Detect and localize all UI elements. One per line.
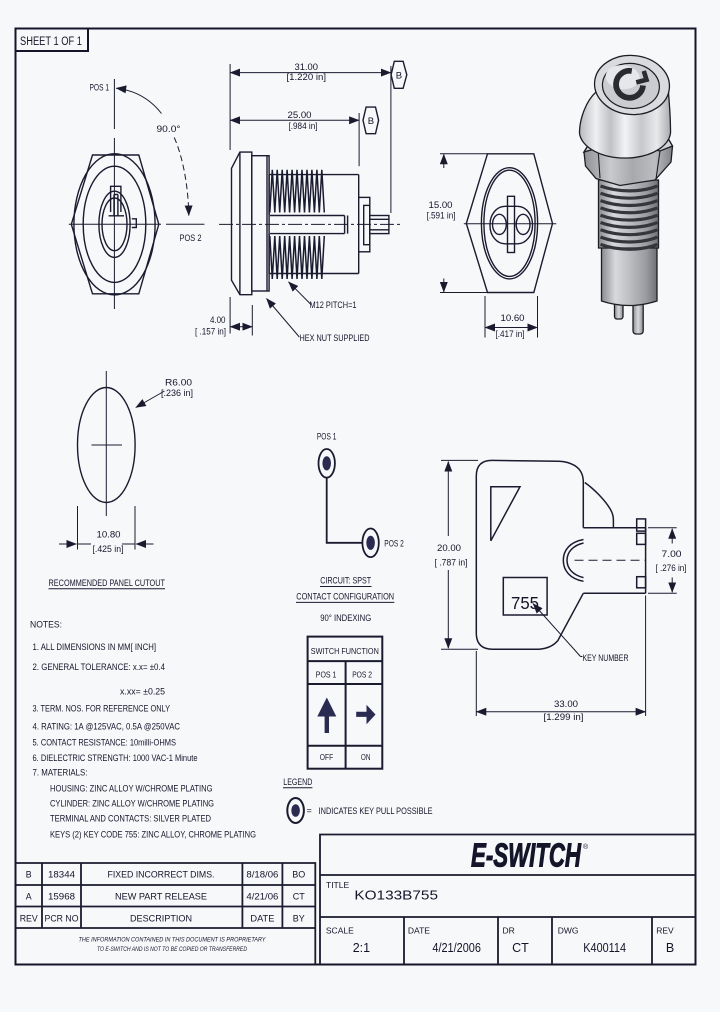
svg-text:4/21/2006: 4/21/2006 — [432, 941, 481, 955]
svg-text:CONTACT CONFIGURATION: CONTACT CONFIGURATION — [296, 592, 394, 602]
svg-text:[ .787 in]: [ .787 in] — [435, 558, 468, 568]
svg-text:KEY NUMBER: KEY NUMBER — [583, 653, 629, 663]
svg-text:DATE: DATE — [408, 926, 430, 936]
svg-text:[1.220 in]: [1.220 in] — [287, 72, 327, 82]
svg-text:DESCRIPTION: DESCRIPTION — [130, 914, 192, 924]
svg-text:[.417 in]: [.417 in] — [496, 329, 525, 339]
svg-text:[.984 in]: [.984 in] — [289, 121, 318, 131]
svg-text:SHEET 1 OF 1: SHEET 1 OF 1 — [20, 36, 82, 48]
svg-text:2:1: 2:1 — [353, 941, 370, 955]
svg-text:15968: 15968 — [48, 892, 75, 902]
svg-text:4.00: 4.00 — [210, 315, 226, 325]
svg-text:[ .276 in]: [ .276 in] — [656, 563, 687, 573]
svg-text:BO: BO — [292, 870, 305, 880]
svg-text:NOTES:: NOTES: — [30, 620, 62, 631]
svg-text:[1.299 in]: [1.299 in] — [544, 712, 584, 722]
svg-text:TO E-SWITCH AND IS NOT TO BE C: TO E-SWITCH AND IS NOT TO BE COPIED OR T… — [97, 946, 247, 953]
svg-text:2. GENERAL TOLERANCE: x.x= ±0.: 2. GENERAL TOLERANCE: x.x= ±0.4 — [33, 662, 166, 673]
svg-text:®: ® — [583, 843, 589, 851]
svg-text:20.00: 20.00 — [437, 543, 461, 553]
svg-text:LEGEND: LEGEND — [283, 777, 312, 787]
svg-text:8/18/06: 8/18/06 — [246, 870, 278, 880]
svg-text:TERMINAL AND CONTACTS: SILVER: TERMINAL AND CONTACTS: SILVER PLATED — [50, 814, 211, 825]
svg-text:CT: CT — [293, 892, 306, 902]
svg-text:REV: REV — [20, 914, 38, 924]
svg-text:6. DIELECTRIC STRENGTH: 1000 V: 6. DIELECTRIC STRENGTH: 1000 VAC-1 Minut… — [33, 753, 198, 764]
svg-text:HOUSING: ZINC ALLOY W/CHROME P: HOUSING: ZINC ALLOY W/CHROME PLATING — [50, 784, 213, 795]
svg-text:[.236 in]: [.236 in] — [161, 388, 193, 398]
svg-text:4. RATING: 1A @125VAC, 0.5A @2: 4. RATING: 1A @125VAC, 0.5A @250VAC — [33, 722, 181, 733]
svg-text:E-SWITCH: E-SWITCH — [471, 837, 582, 874]
svg-text:SWITCH FUNCTION: SWITCH FUNCTION — [311, 646, 379, 656]
svg-text:R6.00: R6.00 — [165, 378, 192, 388]
svg-text:SCALE: SCALE — [326, 926, 354, 936]
svg-text:BY: BY — [293, 914, 305, 924]
svg-text:OFF: OFF — [320, 752, 333, 762]
svg-text:15.00: 15.00 — [429, 200, 453, 210]
svg-text:KEYS (2) KEY CODE 755: ZINC AL: KEYS (2) KEY CODE 755: ZINC ALLOY, CHROM… — [50, 830, 256, 841]
svg-text:DR: DR — [503, 926, 515, 936]
svg-text:DATE: DATE — [250, 914, 274, 924]
svg-text:90° INDEXING: 90° INDEXING — [320, 613, 371, 623]
svg-text:REV: REV — [656, 926, 674, 936]
svg-text:B: B — [368, 116, 374, 127]
svg-text:B: B — [396, 70, 402, 81]
svg-text:THE INFORMATION CONTAINED IN T: THE INFORMATION CONTAINED IN THIS DOCUME… — [79, 937, 266, 944]
svg-text:18344: 18344 — [48, 870, 75, 880]
svg-text:POS 1: POS 1 — [90, 83, 110, 93]
svg-text:POS 2: POS 2 — [180, 233, 202, 243]
svg-text:POS 1: POS 1 — [317, 432, 337, 442]
svg-text:3. TERM. NOS. FOR REFERENCE ON: 3. TERM. NOS. FOR REFERENCE ONLY — [33, 704, 171, 715]
svg-text:PCR NO: PCR NO — [45, 914, 79, 924]
svg-text:POS 1: POS 1 — [316, 670, 337, 680]
svg-text:CT: CT — [512, 941, 529, 955]
svg-text:M12 PITCH=1: M12 PITCH=1 — [310, 300, 357, 310]
svg-text:4/21/06: 4/21/06 — [246, 892, 278, 902]
svg-text:31.00: 31.00 — [295, 62, 319, 72]
svg-text:CIRCUIT: SPST: CIRCUIT: SPST — [320, 576, 371, 586]
svg-text:FIXED INCORRECT DIMS.: FIXED INCORRECT DIMS. — [108, 870, 215, 880]
svg-text:[ .157 in]: [ .157 in] — [195, 327, 226, 337]
svg-text:1. ALL DIMENSIONS IN MM[ INCH]: 1. ALL DIMENSIONS IN MM[ INCH] — [33, 642, 157, 653]
svg-text:x.xx= ±0.25: x.xx= ±0.25 — [120, 687, 165, 698]
svg-text:A: A — [26, 892, 32, 902]
svg-text:K400114: K400114 — [583, 941, 626, 955]
svg-text:5. CONTACT RESISTANCE: 10milli: 5. CONTACT RESISTANCE: 10milli-OHMS — [33, 738, 177, 749]
svg-text:7. MATERIALS:: 7. MATERIALS: — [33, 768, 88, 779]
svg-text:33.00: 33.00 — [554, 699, 578, 709]
svg-text:=: = — [307, 806, 312, 816]
svg-text:HEX NUT SUPPLIED: HEX NUT SUPPLIED — [300, 333, 370, 343]
svg-text:RECOMMENDED PANEL CUTOUT: RECOMMENDED PANEL CUTOUT — [49, 578, 166, 588]
svg-text:25.00: 25.00 — [288, 110, 312, 120]
svg-text:10.80: 10.80 — [97, 530, 121, 540]
svg-text:POS 2: POS 2 — [352, 670, 372, 680]
svg-text:[.425 in]: [.425 in] — [93, 544, 124, 554]
svg-text:90.0°: 90.0° — [157, 124, 181, 134]
svg-text:7.00: 7.00 — [662, 549, 682, 559]
svg-text:10.60: 10.60 — [501, 313, 525, 323]
svg-text:NEW PART RELEASE: NEW PART RELEASE — [115, 892, 207, 902]
svg-text:KO133B755: KO133B755 — [354, 888, 438, 903]
svg-text:TITLE: TITLE — [326, 880, 349, 890]
svg-text:755: 755 — [511, 593, 539, 613]
svg-text:[.591 in]: [.591 in] — [427, 211, 456, 221]
svg-text:POS 2: POS 2 — [384, 539, 404, 549]
svg-text:B: B — [666, 941, 674, 955]
svg-text:ON: ON — [361, 752, 371, 762]
svg-text:INDICATES KEY PULL POSSIBLE: INDICATES KEY PULL POSSIBLE — [319, 806, 433, 816]
svg-text:DWG: DWG — [558, 926, 579, 936]
svg-text:CYLINDER: ZINC ALLOY W/CHROME: CYLINDER: ZINC ALLOY W/CHROME PLATING — [50, 799, 214, 810]
svg-text:B: B — [26, 870, 32, 880]
